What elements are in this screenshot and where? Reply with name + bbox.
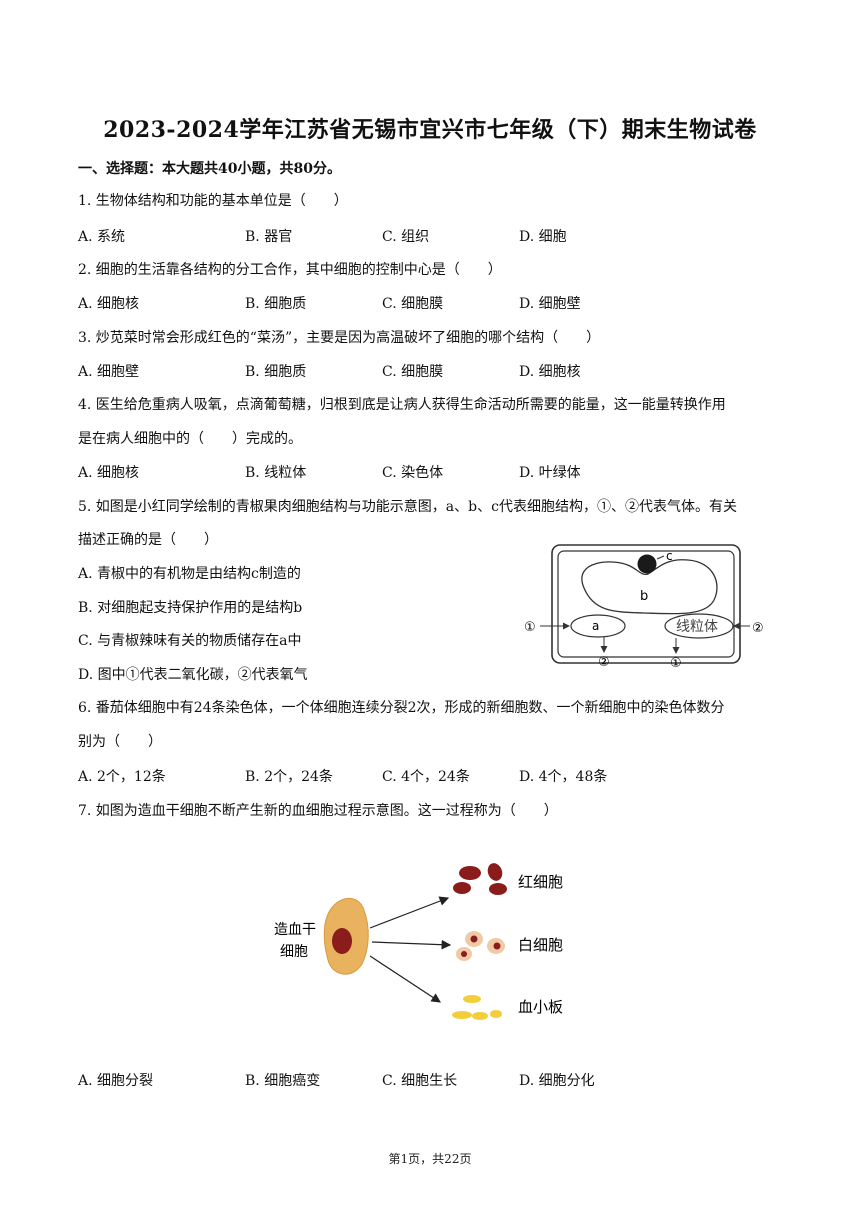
label-wbc: 白细胞: [518, 936, 563, 954]
white-blood-cell-nucleus: [461, 951, 467, 957]
option-d: D. 图中①代表二氧化碳，②代表氧气: [78, 667, 308, 683]
question-5-stem-line2: 描述正确的是（ ）: [78, 532, 218, 548]
option-c: C. 细胞膜: [382, 296, 444, 312]
option-a: A. 青椒中的有机物是由结构c制造的: [78, 566, 301, 582]
label-platelet: 血小板: [518, 998, 563, 1016]
section-heading: 一、选择题：本大题共40小题，共80分。: [78, 161, 341, 177]
label-rbc: 红细胞: [518, 873, 563, 891]
stem-cell-label-line1: 造血干: [274, 922, 316, 938]
red-blood-cell: [453, 882, 471, 894]
question-7-stem: 7. 如图为造血干细胞不断产生新的血细胞过程示意图。这一过程称为（ ）: [78, 803, 558, 819]
option-b: B. 线粒体: [245, 465, 307, 481]
question-1-stem: 1. 生物体结构和功能的基本单位是（ ）: [78, 193, 348, 209]
red-blood-cell: [487, 863, 503, 881]
question-6-options: A. 2个，12条 B. 2个，24条 C. 4个，24条 D. 4个，48条: [78, 766, 798, 786]
question-7-options: A. 细胞分裂 B. 细胞癌变 C. 细胞生长 D. 细胞分化: [78, 1070, 798, 1090]
label-mitochondrion: 线粒体: [676, 619, 718, 635]
question-5-stem-line1: 5. 如图是小红同学绘制的青椒果肉细胞结构与功能示意图，a、b、c代表细胞结构，…: [78, 499, 737, 515]
question-6-stem-line2: 别为（ ）: [78, 734, 162, 750]
option-c: C. 与青椒辣味有关的物质储存在a中: [78, 633, 302, 649]
option-d: D. 细胞核: [519, 364, 581, 380]
label-line: [656, 555, 665, 560]
option-d: D. 叶绿体: [519, 465, 581, 481]
option-c: C. 4个，24条: [382, 769, 470, 785]
stem-cell-label-line2: 细胞: [280, 944, 308, 960]
arrow-to-rbc: [369, 896, 450, 929]
question-3-stem: 3. 炒苋菜时常会形成红色的“菜汤”，主要是因为高温破坏了细胞的哪个结构（ ）: [78, 330, 601, 346]
option-a: A. 细胞核: [78, 465, 140, 481]
page-title: 2023-2024学年江苏省无锡市宜兴市七年级（下）期末生物试卷: [103, 117, 757, 143]
arrow-to-wbc: [371, 939, 452, 950]
option-b: B. 器官: [245, 229, 293, 245]
option-d: D. 细胞分化: [519, 1073, 595, 1089]
option-c: C. 染色体: [382, 465, 444, 481]
arrow-to-platelet: [369, 955, 442, 1003]
option-c: C. 细胞生长: [382, 1073, 458, 1089]
cell-membrane-shape: [557, 550, 735, 658]
label-a: a: [592, 619, 599, 633]
option-d: D. 4个，48条: [519, 769, 608, 785]
vacuole-shape: [581, 559, 718, 615]
red-blood-cell: [459, 866, 481, 880]
label-b: b: [640, 589, 648, 604]
question-4-stem-line2: 是在病人细胞中的（ ）完成的。: [78, 431, 302, 447]
red-blood-cell: [489, 883, 507, 895]
option-b: B. 2个，24条: [245, 769, 333, 785]
option-b: B. 细胞质: [245, 296, 307, 312]
option-b: B. 细胞癌变: [245, 1073, 321, 1089]
question-1-options: A. 系统 B. 器官 C. 组织 D. 细胞: [78, 226, 798, 246]
gas-1-left: ①: [524, 620, 536, 635]
white-blood-cell-nucleus: [470, 935, 478, 943]
nucleus-shape: [637, 554, 657, 574]
option-c: C. 组织: [382, 229, 430, 245]
option-b: B. 细胞质: [245, 364, 307, 380]
question-6-stem-line1: 6. 番茄体细胞中有24条染色体，一个体细胞连续分裂2次，形成的新细胞数、一个新…: [78, 700, 725, 716]
option-a: A. 系统: [78, 229, 126, 245]
option-a: A. 细胞核: [78, 296, 140, 312]
gas-1-bottom: ①: [670, 656, 682, 671]
platelet-shape: [463, 995, 481, 1003]
platelet-shape: [490, 1010, 502, 1018]
platelet-shape: [472, 1012, 488, 1020]
blood-cell-differentiation-diagram: 造血干 细胞 红细胞 白细胞: [266, 852, 586, 1032]
question-2-options: A. 细胞核 B. 细胞质 C. 细胞膜 D. 细胞壁: [78, 293, 798, 313]
label-c: c: [666, 549, 673, 563]
option-a: A. 2个，12条: [78, 769, 166, 785]
stem-cell-nucleus: [332, 928, 352, 954]
option-d: D. 细胞: [519, 229, 567, 245]
gas-2-bottom: ②: [598, 655, 610, 670]
option-c: C. 细胞膜: [382, 364, 444, 380]
cell-wall-shape: [551, 544, 741, 664]
option-a: A. 细胞分裂: [78, 1073, 154, 1089]
question-2-stem: 2. 细胞的生活靠各结构的分工合作，其中细胞的控制中心是（ ）: [78, 262, 502, 278]
option-b: B. 对细胞起支持保护作用的是结构b: [78, 600, 303, 616]
gas-2-right: ②: [752, 621, 764, 636]
option-d: D. 细胞壁: [519, 296, 581, 312]
question-4-options: A. 细胞核 B. 线粒体 C. 染色体 D. 叶绿体: [78, 462, 798, 482]
cell-structure-diagram: c b a 线粒体 ① ② ② ①: [518, 540, 780, 680]
page-footer: 第1页，共22页: [388, 1152, 472, 1166]
chloroplast-shape: [570, 614, 626, 638]
platelet-shape: [452, 1011, 472, 1019]
question-4-stem-line1: 4. 医生给危重病人吸氧，点滴葡萄糖，归根到底是让病人获得生命活动所需要的能量，…: [78, 397, 726, 413]
white-blood-cell-nucleus: [493, 942, 501, 950]
question-3-options: A. 细胞壁 B. 细胞质 C. 细胞膜 D. 细胞核: [78, 361, 798, 381]
option-a: A. 细胞壁: [78, 364, 140, 380]
